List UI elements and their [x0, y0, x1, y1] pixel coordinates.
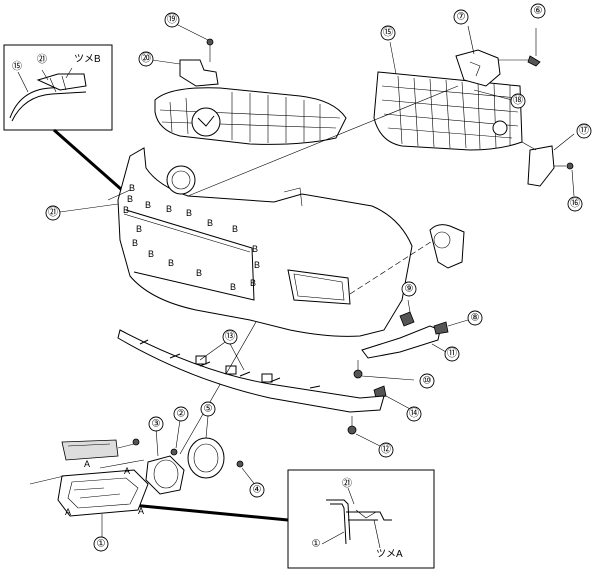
callout-17: ⑰ [579, 125, 589, 137]
clip-9-icon [399, 311, 415, 327]
clip-marker-b: B [123, 205, 129, 215]
callout-2: ② [177, 409, 186, 420]
screw-16-icon [566, 162, 574, 170]
callout-13: ⑬ [225, 331, 235, 343]
bolt-10-icon [353, 369, 363, 379]
clip-marker-a: A [65, 507, 71, 517]
detail-box-bottom: ㉑ ① ツメA [287, 469, 435, 569]
callout-10: ⑩ [423, 376, 432, 387]
callout-16: ⑯ [570, 198, 580, 210]
screw-2-icon [170, 448, 178, 456]
callout-7: ⑦ [457, 12, 466, 23]
clip-markers-b: B B B B B B B B B B B B B B B B B [123, 183, 260, 292]
callout-5: ⑤ [204, 404, 213, 415]
fog-lamp-bracket [429, 224, 465, 269]
callout-19: ⑲ [167, 14, 177, 26]
callout-6: ⑥ [534, 6, 543, 17]
callout-15: ⑮ [383, 27, 393, 39]
callout-8: ⑧ [471, 313, 480, 324]
clip-marker-b: B [250, 278, 256, 288]
clip-marker-b: B [129, 183, 135, 193]
upper-grille [151, 21, 347, 145]
clip-marker-b: B [207, 218, 213, 228]
clip-marker-a: A [84, 459, 90, 469]
guide-line [179, 321, 257, 455]
callout-11: ⑪ [447, 348, 457, 360]
detail-bottom-label-21: ㉑ [342, 478, 352, 490]
detail-pointer-top [53, 128, 123, 192]
screw-4-icon [236, 460, 244, 468]
lower-grille [373, 25, 575, 197]
detail-top-label-21: ㉑ [37, 54, 47, 66]
clip-marker-b: B [132, 238, 138, 248]
fog-lamp-unit [187, 415, 257, 487]
clip-marker-b: B [254, 260, 260, 270]
callout-3: ③ [152, 419, 161, 430]
clip-marker-a: A [138, 506, 144, 516]
bolt-19-icon [206, 38, 214, 46]
fog-lamp-ring [145, 419, 185, 495]
fog-lamp-bezel: A A A A [29, 438, 149, 538]
detail-pointer-bottom [131, 503, 289, 522]
clip-marker-b: B [230, 282, 236, 292]
callout-4: ④ [253, 485, 262, 496]
lower-trim-strip [117, 329, 385, 413]
detail-top-label-15: ⑮ [12, 61, 22, 73]
detail-box-top: ⑮ ㉑ ツメB [3, 44, 113, 131]
screw-8-icon [433, 321, 449, 335]
bumper-fascia [59, 147, 413, 337]
callout-1: ① [97, 539, 106, 550]
clip-marker-b: B [136, 224, 142, 234]
clip-marker-b: B [166, 204, 172, 214]
callout-12: ⑫ [381, 444, 391, 456]
clip-marker-b: B [252, 244, 258, 254]
clip-marker-b: B [148, 249, 154, 259]
guide-line [187, 85, 459, 197]
callout-18: ⑱ [513, 95, 523, 107]
detail-top-tab-b: ツメB [74, 54, 101, 65]
clip-marker-b: B [196, 268, 202, 278]
clip-marker-b: B [127, 194, 133, 204]
clip-marker-b: B [145, 200, 151, 210]
clip-marker-b: B [186, 208, 192, 218]
detail-bottom-tab-a: ツメA [376, 549, 403, 560]
clip-marker-a: A [124, 466, 130, 476]
callout-21: ㉑ [48, 207, 58, 219]
callout-14: ⑭ [409, 408, 419, 420]
side-bracket [347, 299, 469, 447]
clip-marker-b: B [232, 224, 238, 234]
clip-marker-b: B [168, 258, 174, 268]
detail-bottom-label-1: ① [312, 539, 321, 550]
callout-20: ⑳ [141, 53, 151, 65]
bolt-12-icon [347, 425, 357, 435]
callout-9: ⑨ [405, 284, 414, 295]
screw-2-icon [132, 438, 140, 446]
callouts: ① ② ③ ④ ⑤ ⑥ ⑦ ⑧ ⑨ ⑩ ⑪ ⑫ ⑬ ⑭ ⑮ ⑯ ⑰ [45, 3, 592, 552]
screw-6-icon [527, 55, 541, 67]
